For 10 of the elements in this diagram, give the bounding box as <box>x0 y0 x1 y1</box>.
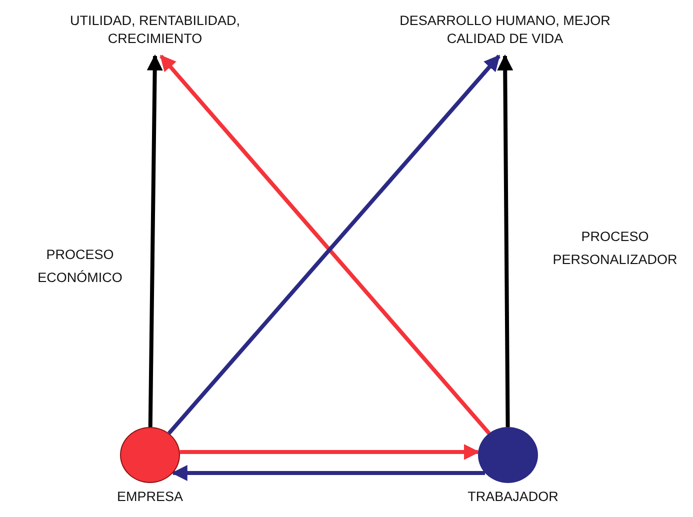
arrow <box>180 444 480 460</box>
arrow <box>497 54 514 428</box>
actor-label: EMPRESA <box>116 488 184 506</box>
outcome-label: UTILIDAD, RENTABILIDAD, CRECIMIENTO <box>68 12 242 48</box>
arrow <box>171 465 486 481</box>
outcome-label: DESARROLLO HUMANO, MEJOR CALIDAD DE VIDA <box>398 12 612 48</box>
actor-label: TRABAJADOR <box>466 488 560 506</box>
process-label: PROCESO ECONÓMICO <box>36 246 124 287</box>
arrow <box>146 54 163 428</box>
process-label: PROCESO PERSONALIZADOR <box>552 228 678 269</box>
